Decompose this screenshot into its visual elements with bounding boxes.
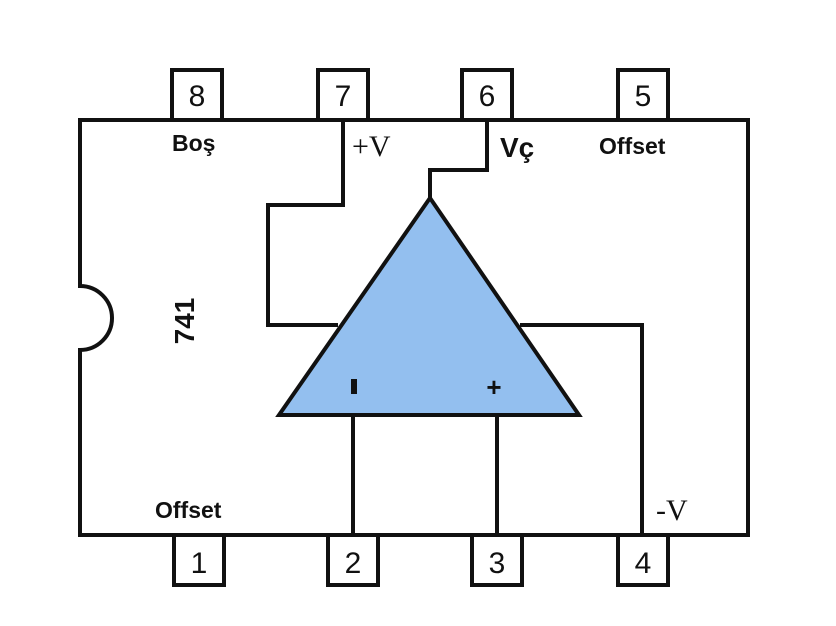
pin-8: 8 <box>170 68 224 122</box>
wire-opamp-to-pin4 <box>520 323 644 535</box>
noninverting-input-symbol: + <box>486 372 501 402</box>
pin-6-number: 6 <box>479 80 496 113</box>
opamp-triangle <box>275 194 583 417</box>
pin-7-number: 7 <box>335 80 352 113</box>
label-pin7: +V <box>352 130 391 163</box>
label-pin6: Vç <box>500 132 534 163</box>
label-pin8: Boş <box>172 130 215 156</box>
pin-1-number: 1 <box>191 547 208 580</box>
pin-3: 3 <box>470 533 524 587</box>
pin-1: 1 <box>172 533 226 587</box>
pin-6: 6 <box>460 68 514 122</box>
label-pin1: Offset <box>155 497 222 523</box>
pin-3-number: 3 <box>489 547 506 580</box>
part-number-label: 741 <box>169 298 200 345</box>
inverting-input-marker <box>351 379 357 394</box>
pin-8-number: 8 <box>189 80 206 113</box>
pin-2-number: 2 <box>345 547 362 580</box>
pin-7: 7 <box>316 68 370 122</box>
pin-4-number: 4 <box>635 547 652 580</box>
pin-5-number: 5 <box>635 80 652 113</box>
label-pin4: -V <box>656 494 688 527</box>
wire-pin7-to-opamp <box>266 120 345 327</box>
label-pin5: Offset <box>599 133 666 159</box>
pin-4: 4 <box>616 533 670 587</box>
pin-5: 5 <box>616 68 670 122</box>
wire-pin6-output <box>428 120 489 200</box>
pin-2: 2 <box>326 533 380 587</box>
